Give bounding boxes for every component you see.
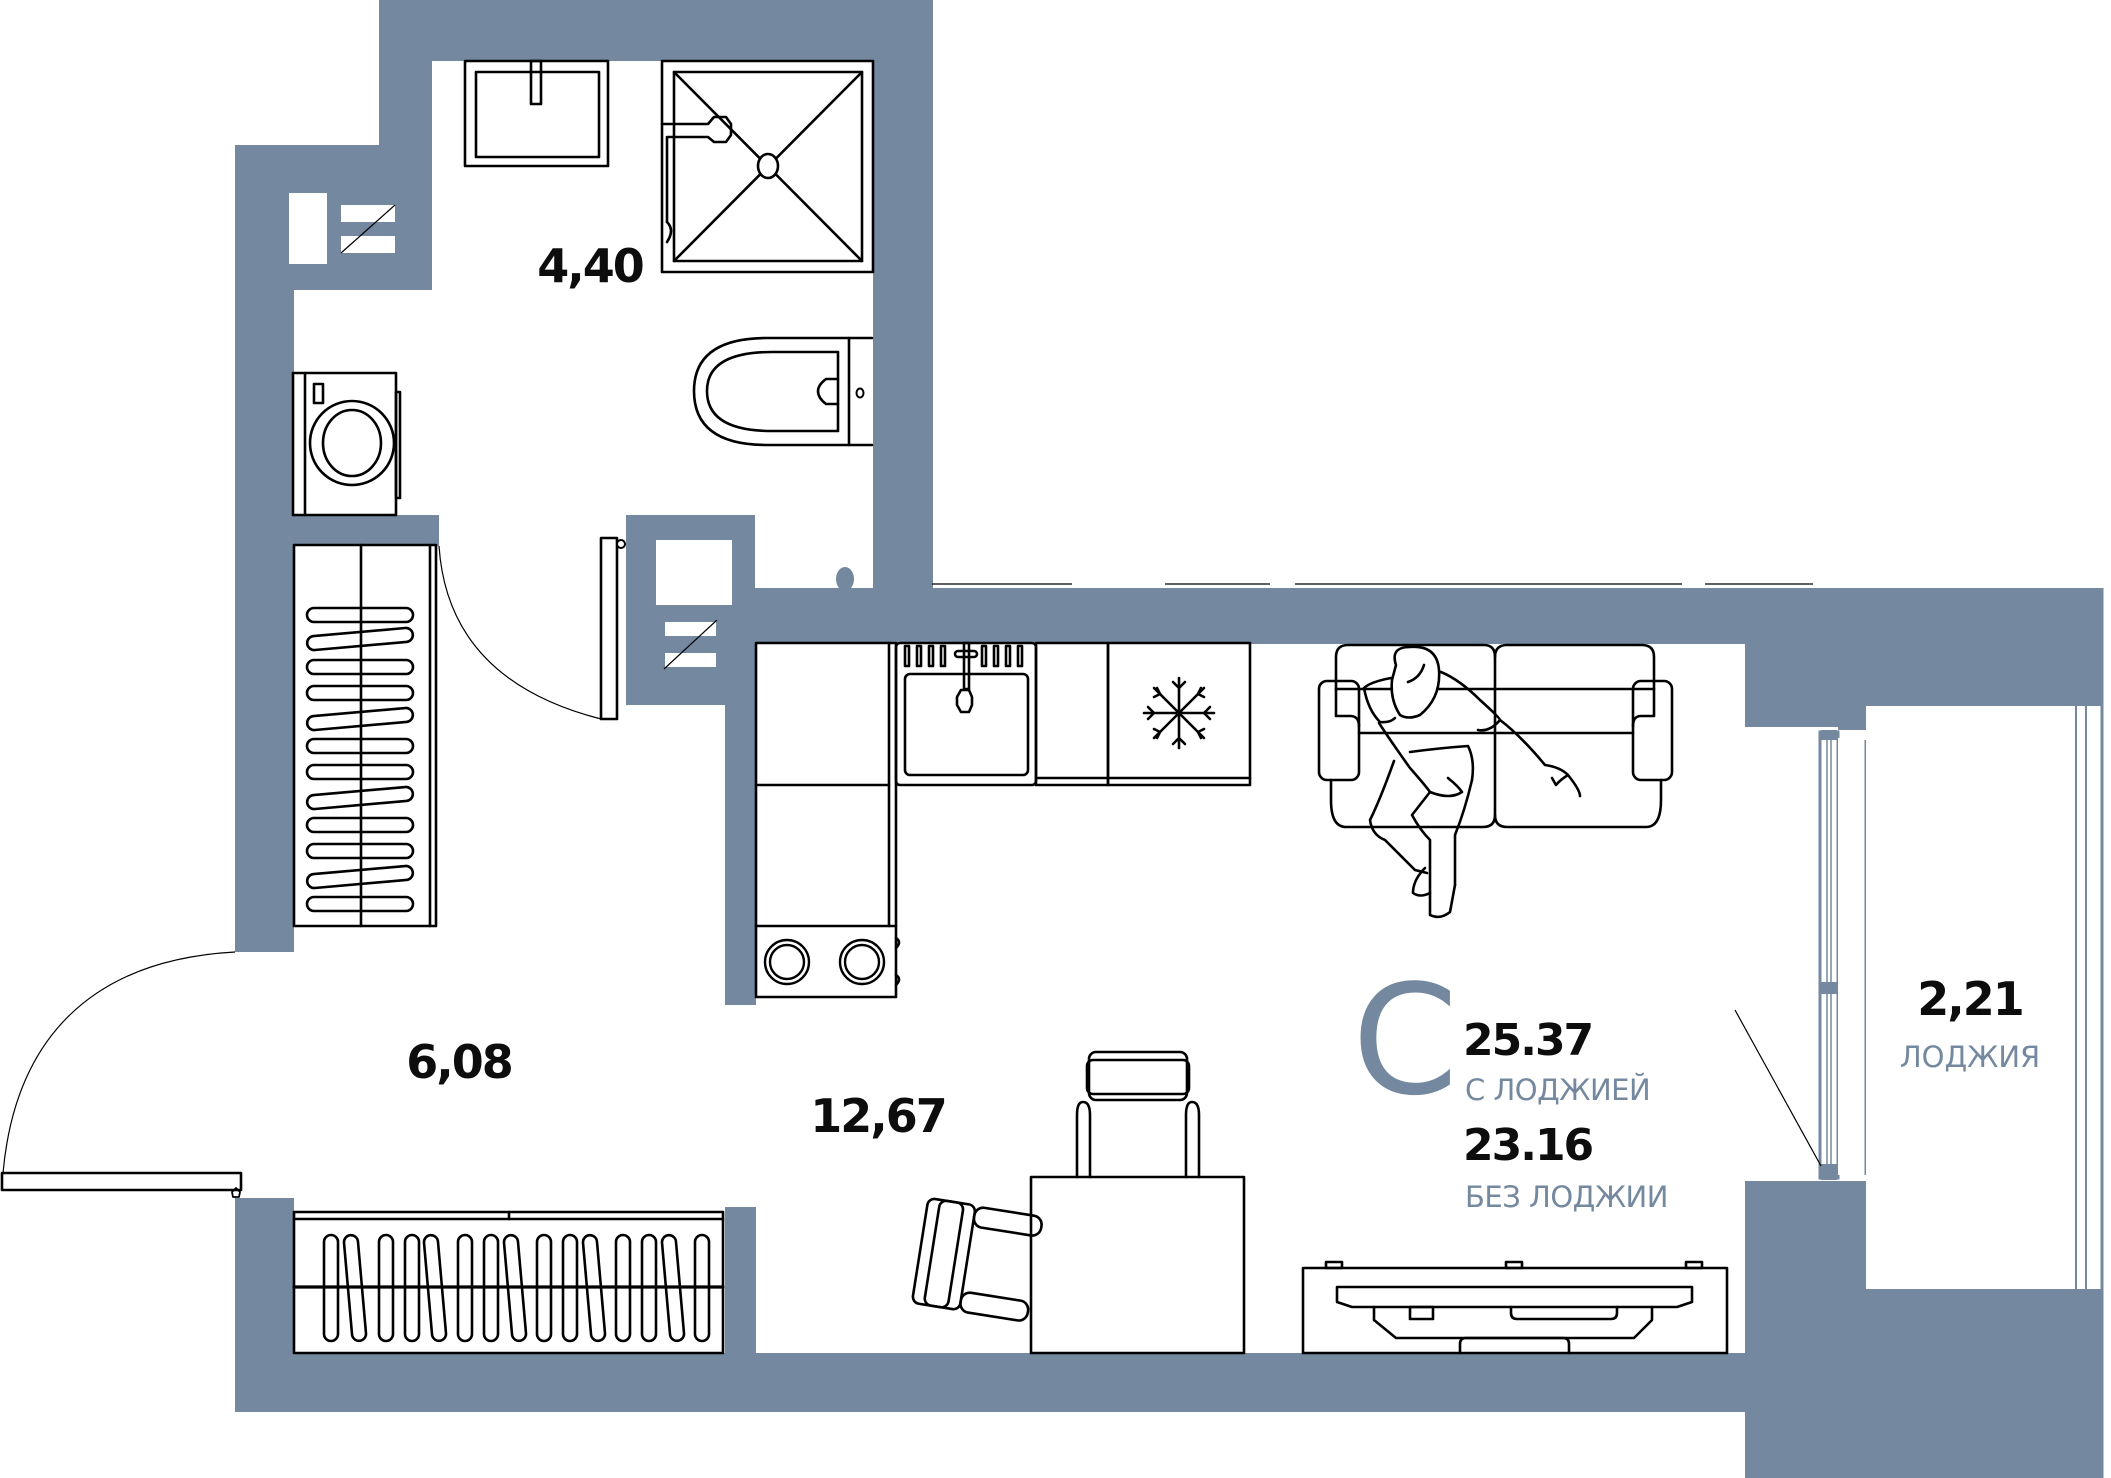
washing-machine-icon (291, 371, 402, 517)
total-area-without-loggia-label: БЕЗ ЛОДЖИИ (1465, 1180, 1668, 1214)
tv-stand-icon (1301, 1260, 1729, 1355)
ventilation-shafts (289, 193, 732, 670)
kitchen-sink-icon (894, 641, 1038, 787)
washbasin-icon (463, 59, 610, 168)
total-area-without-loggia: 23.16 (1463, 1120, 1593, 1171)
entry-door-icon (0, 951, 243, 1198)
chair-icon (1075, 1050, 1201, 1179)
kitchen-counter-icon (754, 641, 898, 999)
cooktop-icon (763, 936, 901, 987)
refrigerator-icon (1106, 641, 1252, 787)
cabinet-icon (1034, 641, 1110, 787)
sofa-icon (1317, 643, 1674, 829)
balcony-door-icon (1734, 727, 1868, 1181)
armchair-icon (911, 1197, 1043, 1322)
total-area-with-loggia-label: С ЛОДЖИЕЙ (1465, 1073, 1650, 1107)
dining-table-icon (1029, 1175, 1246, 1355)
room-area-loggia: 2,21 (1917, 972, 2023, 1026)
wardrobe-lower-icon (292, 1210, 725, 1355)
total-area-with-loggia: 25.37 (1463, 1015, 1592, 1066)
loggia (1866, 588, 2104, 1478)
room-area-hallway: 6,08 (406, 1035, 512, 1089)
snowflake-icon (1142, 676, 1216, 750)
shower-tray-icon (660, 59, 875, 274)
wardrobe-upper-icon (292, 543, 438, 928)
toilet-icon (692, 336, 874, 447)
area-summary: С 25.37 С ЛОДЖИЕЙ 23.16 БЕЗ ЛОДЖИИ (1352, 952, 1668, 1214)
floor-drain-icon (836, 567, 854, 591)
room-area-bathroom: 4,40 (537, 239, 643, 293)
bathroom-door-icon (438, 536, 626, 721)
room-label-loggia: ЛОДЖИЯ (1900, 1040, 2040, 1074)
room-area-living-kitchen: 12,67 (810, 1089, 946, 1143)
apartment-type-letter: С (1352, 952, 1458, 1129)
walls (235, 0, 2103, 1478)
person-icon (1362, 645, 1582, 919)
